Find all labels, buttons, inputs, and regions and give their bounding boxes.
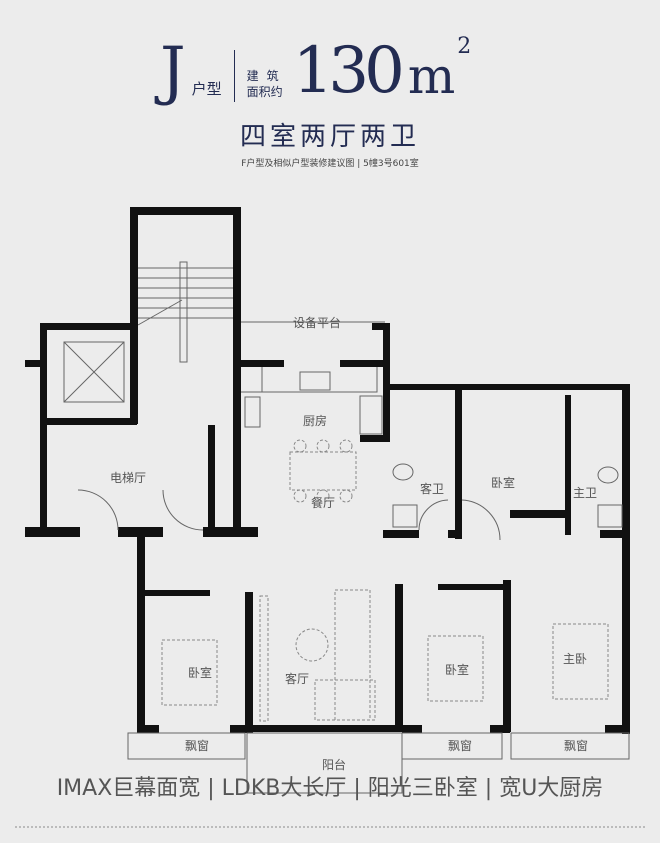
wall (565, 395, 571, 535)
door-swing (77, 489, 204, 531)
wall (395, 584, 403, 732)
wall (622, 384, 630, 734)
unit-type-label: 户型 (191, 80, 222, 98)
room-label: 阳台 (322, 757, 346, 772)
area-unit: m (407, 47, 456, 105)
feature-tagline: IMAX巨幕面宽 | LDKB大长厅 | 阳光三卧室 | 宽U大厨房 (56, 776, 604, 801)
wall (118, 527, 163, 537)
wall (448, 530, 462, 538)
wall (137, 725, 159, 733)
bath-fixtures (392, 463, 623, 528)
disclaimer-fine-print (15, 826, 645, 831)
wall (503, 580, 511, 732)
wall (245, 592, 253, 732)
wall (383, 384, 630, 390)
room-label: 飘窗 (185, 739, 209, 753)
room-label: 客厅 (285, 671, 309, 686)
area-unit-superscript: 2 (457, 34, 472, 59)
wall (208, 425, 215, 537)
furniture (161, 589, 609, 722)
room-label: 电梯厅 (110, 471, 146, 485)
wall (383, 530, 419, 538)
wall (402, 725, 422, 733)
stairs (137, 261, 233, 363)
room-label: 卧室 (491, 475, 515, 490)
wall (203, 527, 258, 537)
room-label: 主卫 (573, 486, 597, 500)
door-swing (418, 499, 501, 541)
room-label: 飘窗 (448, 739, 472, 753)
wall (252, 725, 402, 732)
room-label: 餐厅 (311, 495, 335, 510)
wall (241, 360, 284, 367)
wall (605, 725, 630, 733)
wall (340, 360, 390, 367)
wall (145, 590, 210, 596)
wall (130, 207, 138, 424)
area-label-line1: 建筑 (246, 69, 287, 83)
plan-caption: F户型及相似户型装修建议图 | 5幢3号601室 (241, 159, 419, 169)
wall (600, 530, 630, 538)
wall (360, 435, 390, 442)
elevator-shaft (63, 341, 125, 403)
dining-table (289, 439, 357, 503)
wall (510, 510, 570, 518)
room-label: 飘窗 (564, 739, 588, 753)
unit-letter: J (160, 34, 186, 108)
layout-title: 四室两厅两卫 (239, 122, 420, 152)
title-block: J 户型 建筑 面积约 130 m 2 (160, 30, 472, 108)
title-divider (233, 50, 235, 102)
room-label: 设备平台 (293, 315, 341, 330)
area-label-line2: 面积约 (246, 85, 283, 99)
bay-windows (127, 732, 630, 794)
area-value: 130 (292, 34, 405, 108)
wall (372, 323, 390, 330)
wall (233, 207, 241, 537)
wall (455, 384, 462, 539)
wall (490, 725, 510, 733)
wall (40, 323, 138, 330)
wall (40, 323, 47, 537)
wall (383, 323, 390, 441)
room-label: 客卫 (420, 481, 444, 496)
room-label: 卧室 (445, 662, 469, 677)
wall (130, 207, 241, 215)
room-label: 厨房 (303, 413, 327, 428)
wall (47, 418, 137, 425)
wall (25, 360, 47, 367)
area-label: 建筑 面积约 (247, 68, 287, 100)
kitchen-counter (241, 367, 383, 435)
wall (25, 527, 80, 537)
room-label: 卧室 (188, 665, 212, 680)
wall (438, 584, 508, 590)
wall (230, 725, 253, 733)
room-label: 主卧 (563, 652, 587, 666)
wall (137, 537, 145, 732)
